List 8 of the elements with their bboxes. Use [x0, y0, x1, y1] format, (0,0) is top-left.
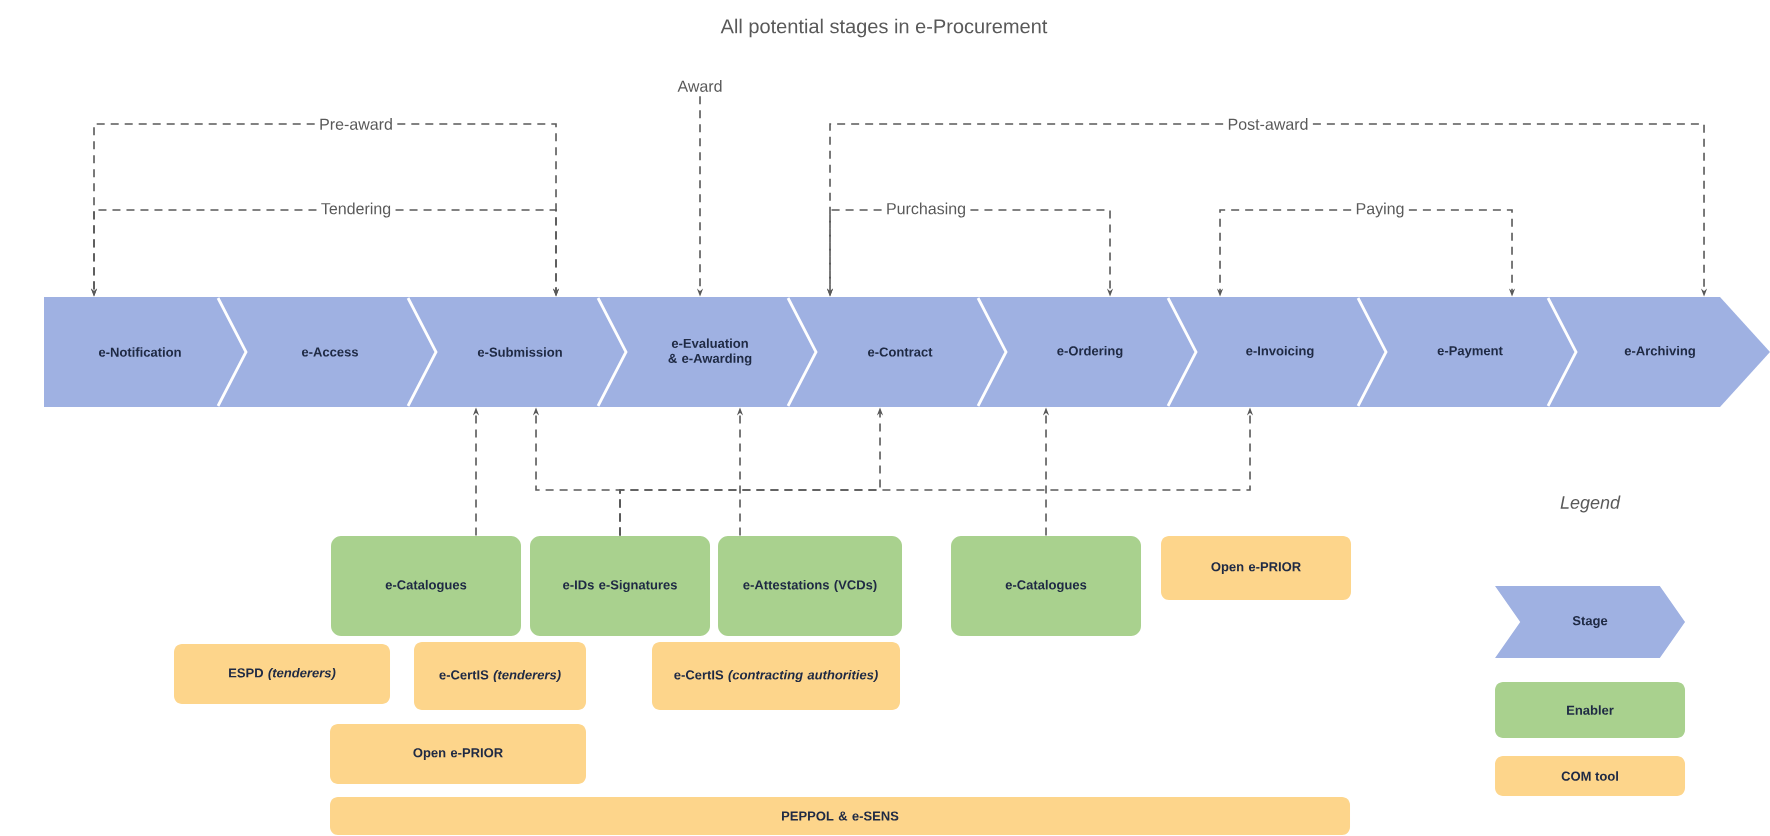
legend-heading: Legend — [1560, 495, 1621, 513]
phase-label: Tendering — [321, 202, 391, 218]
phase-label: Award — [677, 80, 722, 92]
phase-label: Paying — [1356, 202, 1404, 218]
title: All potential stages in e-Procurement — [720, 18, 1048, 38]
phase-label: Pre-award — [320, 118, 392, 130]
phase-label: Purchasing — [887, 202, 965, 218]
phase-label: Post-award — [1228, 118, 1308, 130]
